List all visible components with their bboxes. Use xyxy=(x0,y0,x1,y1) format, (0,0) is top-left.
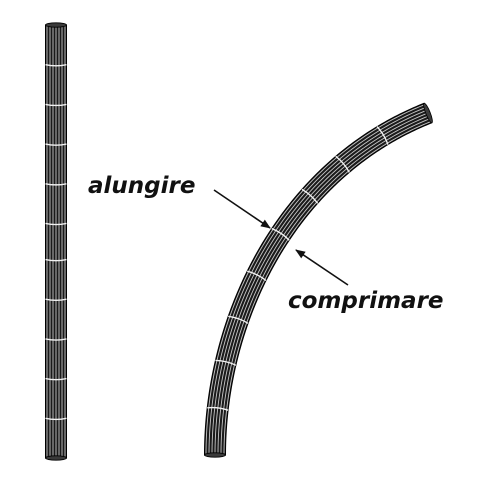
fiber-line xyxy=(208,107,426,456)
segment-ring xyxy=(301,188,319,204)
segment-ring xyxy=(228,315,249,324)
tube-end-cap xyxy=(45,22,67,28)
fiber-line xyxy=(211,109,428,456)
segment-ring xyxy=(335,155,350,173)
compress-label: comprimare xyxy=(288,288,444,314)
segment-ring xyxy=(45,338,67,341)
fiber-line xyxy=(220,118,431,456)
segment-ring xyxy=(45,103,67,107)
segment-ring xyxy=(45,222,67,226)
fiber-line xyxy=(205,104,425,456)
fiber-line xyxy=(217,115,430,456)
segment-ring xyxy=(207,406,229,411)
segment-ring xyxy=(215,359,237,366)
tube-end-cap xyxy=(204,452,226,458)
straight-fiber-bundle-icon xyxy=(45,22,67,461)
segment-ring xyxy=(45,183,67,186)
segment-ring xyxy=(45,143,67,146)
tube-body xyxy=(203,102,433,456)
fiber-line xyxy=(223,120,432,456)
segment-ring xyxy=(45,258,67,262)
segment-ring xyxy=(271,227,290,241)
compress-arrow xyxy=(295,249,349,286)
segment-ring xyxy=(45,298,67,302)
bent-fiber-bundle-icon xyxy=(203,102,433,458)
stretch-label: alungire xyxy=(88,173,196,199)
fiber-line xyxy=(214,112,429,456)
segment-ring xyxy=(45,64,67,67)
tube-end-cap xyxy=(423,102,433,124)
segment-ring xyxy=(45,377,67,381)
segment-ring xyxy=(247,270,267,282)
stretch-arrow xyxy=(213,189,271,229)
segment-ring xyxy=(45,417,67,421)
tube-end-cap xyxy=(45,455,67,461)
segment-ring xyxy=(376,126,389,145)
